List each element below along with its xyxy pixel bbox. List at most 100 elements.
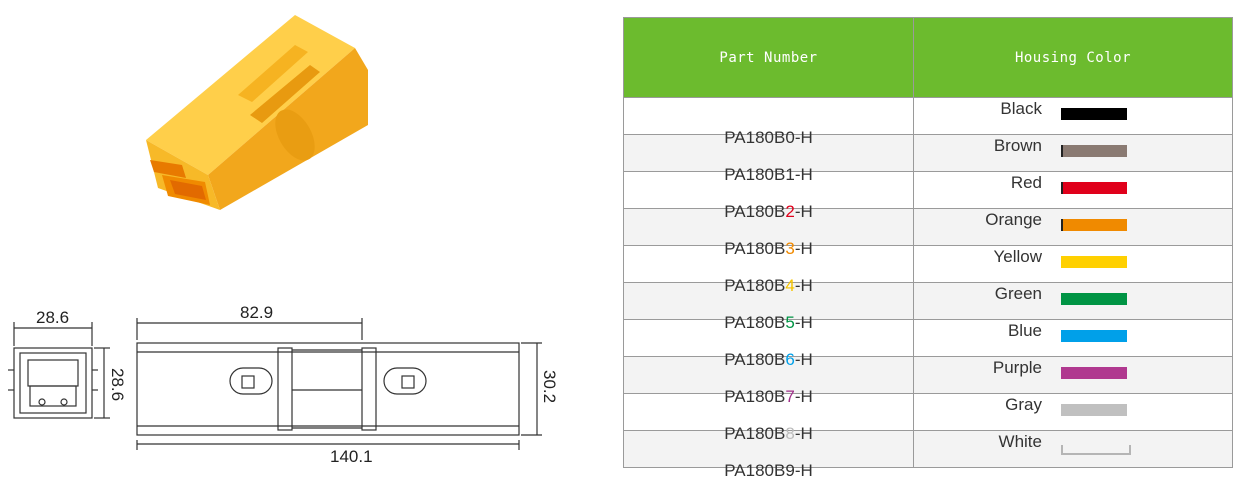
part-number-prefix: PA180B bbox=[724, 387, 786, 406]
color-name: White bbox=[998, 432, 1042, 451]
part-number-suffix: -H bbox=[794, 276, 813, 295]
part-number-cell: PA180B8-H bbox=[623, 393, 914, 443]
table-row: PA180B7-H Purple bbox=[623, 356, 1233, 406]
part-number-prefix: PA180B bbox=[724, 276, 786, 295]
part-number-suffix: -H bbox=[794, 165, 813, 184]
housing-color-cell: White bbox=[913, 430, 1233, 468]
part-number-cell: PA180B4-H bbox=[623, 245, 914, 295]
part-number-suffix: -H bbox=[794, 128, 813, 147]
table-row: PA180B5-H Green bbox=[623, 282, 1233, 332]
housing-step bbox=[250, 65, 320, 123]
part-number-prefix: PA180B bbox=[724, 313, 786, 332]
color-name: Red bbox=[1010, 173, 1042, 192]
part-number-color-digit: 1 bbox=[785, 165, 795, 184]
part-number-cell: PA180B7-H bbox=[623, 356, 914, 406]
part-number-prefix: PA180B bbox=[724, 424, 786, 443]
part-number-prefix: PA180B bbox=[724, 350, 786, 369]
front-opening-top bbox=[150, 160, 186, 178]
table-row: PA180B3-H Orange bbox=[623, 208, 1233, 258]
part-number-suffix: -H bbox=[794, 202, 813, 221]
part-number-color-digit: 3 bbox=[785, 239, 795, 258]
side-recess bbox=[275, 109, 315, 161]
part-number-text: PA180B5-H bbox=[724, 306, 813, 332]
part-number-color-digit: 0 bbox=[785, 128, 795, 147]
part-number-suffix: -H bbox=[794, 239, 813, 258]
side-view bbox=[136, 318, 542, 450]
part-number-prefix: PA180B bbox=[724, 128, 786, 147]
color-name: Blue bbox=[1007, 321, 1042, 340]
color-swatch bbox=[1061, 330, 1127, 342]
table-row: PA180B6-H Blue bbox=[623, 319, 1233, 369]
color-swatch bbox=[1061, 256, 1127, 268]
dimension-drawings: 28.6 28.6 82.9 30.2 140.1 bbox=[8, 303, 559, 466]
dim-front-width: 28.6 bbox=[36, 308, 69, 327]
color-name: Orange bbox=[985, 210, 1042, 229]
part-number-text: PA180B0-H bbox=[724, 121, 813, 147]
dim-side-total-length: 140.1 bbox=[330, 447, 373, 466]
part-number-text: PA180B7-H bbox=[724, 380, 813, 406]
latch-pad bbox=[238, 45, 308, 102]
part-number-cell: PA180B9-H bbox=[623, 430, 914, 480]
housing-color-cell: Gray bbox=[913, 393, 1233, 431]
dim-front-height: 28.6 bbox=[108, 368, 127, 401]
part-number-text: PA180B8-H bbox=[724, 417, 813, 443]
color-swatch bbox=[1061, 445, 1131, 455]
part-number-color-digit: 5 bbox=[785, 313, 795, 332]
part-number-text: PA180B6-H bbox=[724, 343, 813, 369]
part-number-prefix: PA180B bbox=[724, 461, 786, 480]
part-number-color-digit: 9 bbox=[785, 461, 795, 480]
header-housing-color: Housing Color bbox=[913, 17, 1233, 98]
table-row: PA180B4-H Yellow bbox=[623, 245, 1233, 295]
color-name: Black bbox=[1000, 99, 1042, 118]
part-number-suffix: -H bbox=[794, 350, 813, 369]
front-view bbox=[8, 322, 110, 419]
housing-color-cell: Purple bbox=[913, 356, 1233, 394]
housing-color-cell: Orange bbox=[913, 208, 1233, 246]
color-swatch bbox=[1061, 145, 1127, 157]
color-swatch bbox=[1061, 404, 1127, 416]
color-name: Yellow bbox=[993, 247, 1042, 266]
table-header-row: Part Number Housing Color bbox=[623, 17, 1233, 98]
part-number-cell: PA180B6-H bbox=[623, 319, 914, 369]
part-number-color-digit: 6 bbox=[785, 350, 795, 369]
part-number-cell: PA180B5-H bbox=[623, 282, 914, 332]
housing-color-cell: Yellow bbox=[913, 245, 1233, 283]
part-number-text: PA180B9-H bbox=[724, 454, 813, 480]
part-number-prefix: PA180B bbox=[724, 202, 786, 221]
part-number-text: PA180B3-H bbox=[724, 232, 813, 258]
part-number-color-digit: 8 bbox=[785, 424, 795, 443]
color-name: Green bbox=[994, 284, 1042, 303]
dim-side-height: 30.2 bbox=[540, 370, 559, 403]
part-number-suffix: -H bbox=[794, 461, 813, 480]
part-number-cell: PA180B2-H bbox=[623, 171, 914, 221]
front-opening-inner bbox=[170, 180, 206, 200]
part-number-cell: PA180B1-H bbox=[623, 134, 914, 184]
housing-color-cell: Green bbox=[913, 282, 1233, 320]
part-number-text: PA180B1-H bbox=[724, 158, 813, 184]
part-number-color-digit: 2 bbox=[785, 202, 795, 221]
part-number-suffix: -H bbox=[794, 424, 813, 443]
part-number-color-digit: 4 bbox=[785, 276, 795, 295]
part-number-cell: PA180B0-H bbox=[623, 97, 914, 147]
color-swatch bbox=[1061, 367, 1127, 379]
part-number-prefix: PA180B bbox=[724, 165, 786, 184]
part-number-cell: PA180B3-H bbox=[623, 208, 914, 258]
color-swatch bbox=[1061, 293, 1127, 305]
table-row: PA180B0-H Black bbox=[623, 97, 1233, 147]
dim-side-half-length: 82.9 bbox=[240, 303, 273, 322]
part-number-color-digit: 7 bbox=[785, 387, 795, 406]
part-number-text: PA180B4-H bbox=[724, 269, 813, 295]
connector-product-image bbox=[146, 15, 368, 210]
part-number-prefix: PA180B bbox=[724, 239, 786, 258]
color-name: Gray bbox=[1005, 395, 1042, 414]
table-row: PA180B9-H White bbox=[623, 430, 1233, 480]
color-swatch bbox=[1061, 219, 1127, 231]
part-number-text: PA180B2-H bbox=[724, 195, 813, 221]
table-row: PA180B8-H Gray bbox=[623, 393, 1233, 443]
header-part-number: Part Number bbox=[623, 17, 914, 98]
color-swatch bbox=[1061, 182, 1127, 194]
housing-color-cell: Black bbox=[913, 97, 1233, 135]
housing-color-cell: Blue bbox=[913, 319, 1233, 357]
